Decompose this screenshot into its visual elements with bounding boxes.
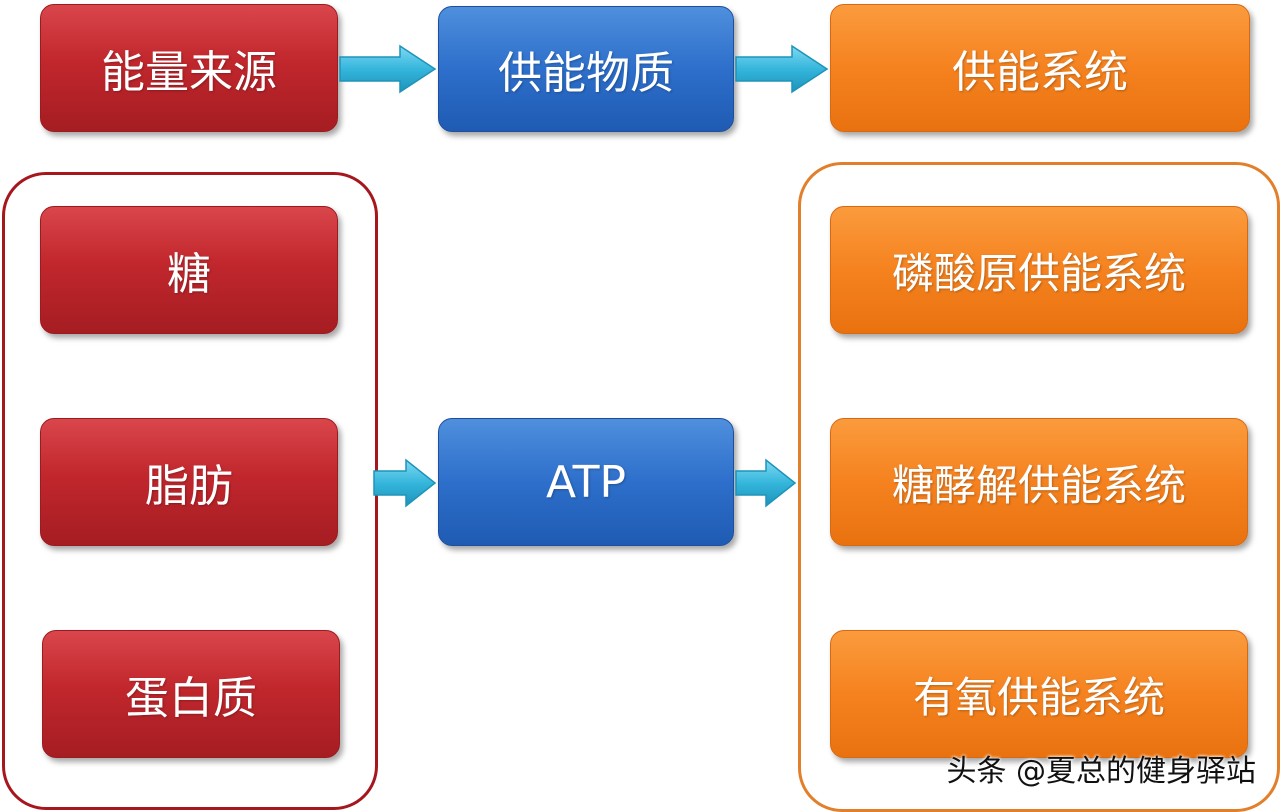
atp-label: ATP bbox=[545, 456, 627, 508]
watermark: 头条 @夏总的健身驿站 bbox=[946, 754, 1256, 789]
arrow-right-icon bbox=[339, 44, 437, 94]
source-sugar: 糖 bbox=[40, 206, 338, 334]
arrow-right-icon bbox=[735, 44, 829, 94]
system-label: 糖酵解供能系统 bbox=[891, 460, 1186, 510]
arrow-right-icon bbox=[735, 458, 797, 508]
energy-system-header: 供能系统 bbox=[830, 4, 1250, 132]
energy-substance-label: 供能物质 bbox=[498, 48, 674, 99]
atp-box: ATP bbox=[438, 418, 734, 546]
energy-substance-header: 供能物质 bbox=[438, 6, 734, 132]
source-label: 脂肪 bbox=[145, 461, 233, 512]
systems-group bbox=[798, 162, 1280, 812]
system-phosphagen: 磷酸原供能系统 bbox=[830, 206, 1248, 334]
energy-source-header: 能量来源 bbox=[40, 4, 338, 132]
source-label: 蛋白质 bbox=[125, 673, 257, 724]
system-aerobic: 有氧供能系统 bbox=[830, 630, 1248, 758]
source-protein: 蛋白质 bbox=[42, 630, 340, 758]
energy-source-label: 能量来源 bbox=[101, 47, 277, 98]
system-label: 磷酸原供能系统 bbox=[891, 248, 1186, 298]
energy-system-label: 供能系统 bbox=[952, 47, 1128, 98]
system-glycolytic: 糖酵解供能系统 bbox=[830, 418, 1248, 546]
source-label: 糖 bbox=[167, 249, 211, 300]
system-label: 有氧供能系统 bbox=[912, 672, 1165, 722]
arrow-right-icon bbox=[373, 458, 437, 508]
source-fat: 脂肪 bbox=[40, 418, 338, 546]
